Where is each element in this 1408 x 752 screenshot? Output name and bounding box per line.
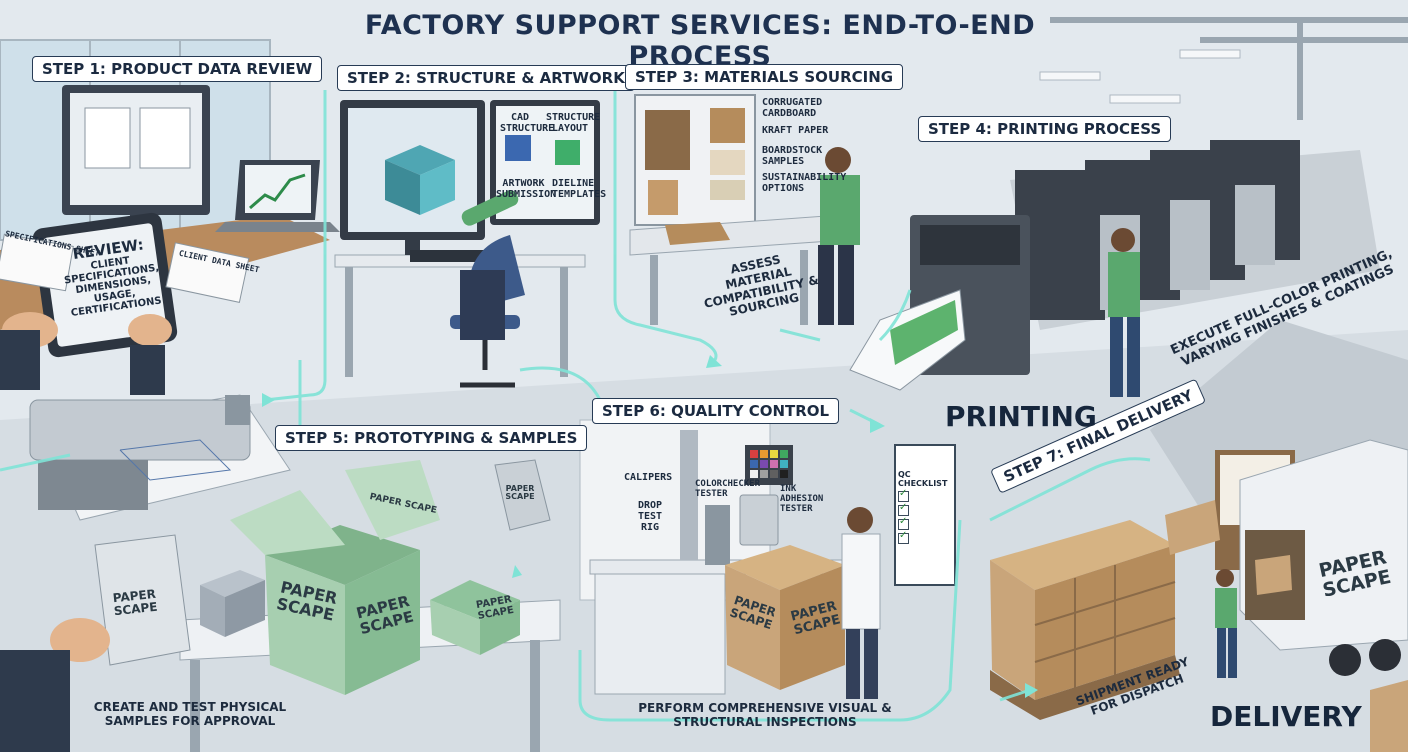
flow-lines [0, 75, 1151, 722]
delivery-section-label: DELIVERY [1210, 700, 1362, 733]
step-6-label: STEP 6: QUALITY CONTROL [592, 398, 840, 424]
step3-board [629, 94, 860, 325]
step6-lab [579, 419, 956, 699]
colorchecker-swatches [750, 450, 788, 478]
step5-table [179, 459, 561, 752]
step2-workstation [334, 100, 600, 388]
checklist-item [898, 516, 954, 530]
calipers-label: CALIPERS [624, 472, 673, 483]
checkbox-icon [898, 502, 909, 516]
checklist-item [898, 488, 954, 502]
structure-layout-label: STRUCTURE LAYOUT [546, 112, 601, 134]
cad-structure-label: CAD STRUCTURE [500, 112, 555, 134]
flow-arrowheads [262, 355, 1038, 698]
pallet-boxes [990, 500, 1220, 720]
colorchecker-label: COLORCHECKER TESTER [695, 479, 761, 499]
step-2-label: STEP 2: STRUCTURE & ARTWORK [337, 65, 635, 91]
material-sustainability: SUSTAINABILITY OPTIONS [762, 172, 847, 194]
step-1-label: STEP 1: PRODUCT DATA REVIEW [32, 56, 323, 82]
step-5-caption: CREATE AND TEST PHYSICAL SAMPLES FOR APP… [93, 700, 287, 728]
checkbox-icon [898, 530, 909, 544]
step1-papers [0, 233, 250, 303]
dieline-templates-label: DIELINE TEMPLATES [552, 178, 607, 200]
review-tablet-screen: REVIEW: CLIENT SPECIFICATIONS, DIMENSION… [57, 233, 166, 319]
material-kraft: KRAFT PAPER [762, 125, 829, 136]
qc-checklist-title: QC CHECKLIST [898, 470, 948, 488]
material-corrugated: CORRUGATED CARDBOARD [762, 97, 823, 119]
material-boardstock: BOARDSTOCK SAMPLES [762, 145, 823, 167]
page-title: FACTORY SUPPORT SERVICES: END-TO-END PRO… [364, 10, 1036, 72]
artwork-submission-label: ARTWORK SUBMISSION [496, 178, 557, 200]
ceiling-pipes [1050, 17, 1408, 120]
step-6-caption: PERFORM COMPREHENSIVE VISUAL & STRUCTURA… [638, 701, 892, 729]
ceiling-lights [1039, 49, 1241, 104]
step-4-label: STEP 4: PRINTING PROCESS [918, 116, 1172, 142]
ink-adhesion-label: INK ADHESION TESTER [780, 484, 824, 514]
checklist-item [898, 502, 954, 516]
checkbox-icon [898, 488, 909, 502]
step5-hand [0, 534, 191, 752]
qc-checklist: QC CHECKLIST [898, 470, 954, 547]
step-5-label: STEP 5: PROTOTYPING & SAMPLES [275, 425, 588, 451]
drop-test-rig-label: DROP TEST RIG [637, 500, 663, 533]
step-3-label: STEP 3: MATERIALS SOURCING [625, 64, 904, 90]
printing-section-label: PRINTING [945, 400, 1097, 433]
hanging-box-brand: PAPER SCAPE [505, 484, 535, 502]
step7-warehouse [990, 320, 1408, 752]
step4-press [849, 140, 1380, 397]
checklist-item [898, 530, 954, 544]
step5-cutter [29, 394, 291, 521]
checkbox-icon [898, 516, 909, 530]
